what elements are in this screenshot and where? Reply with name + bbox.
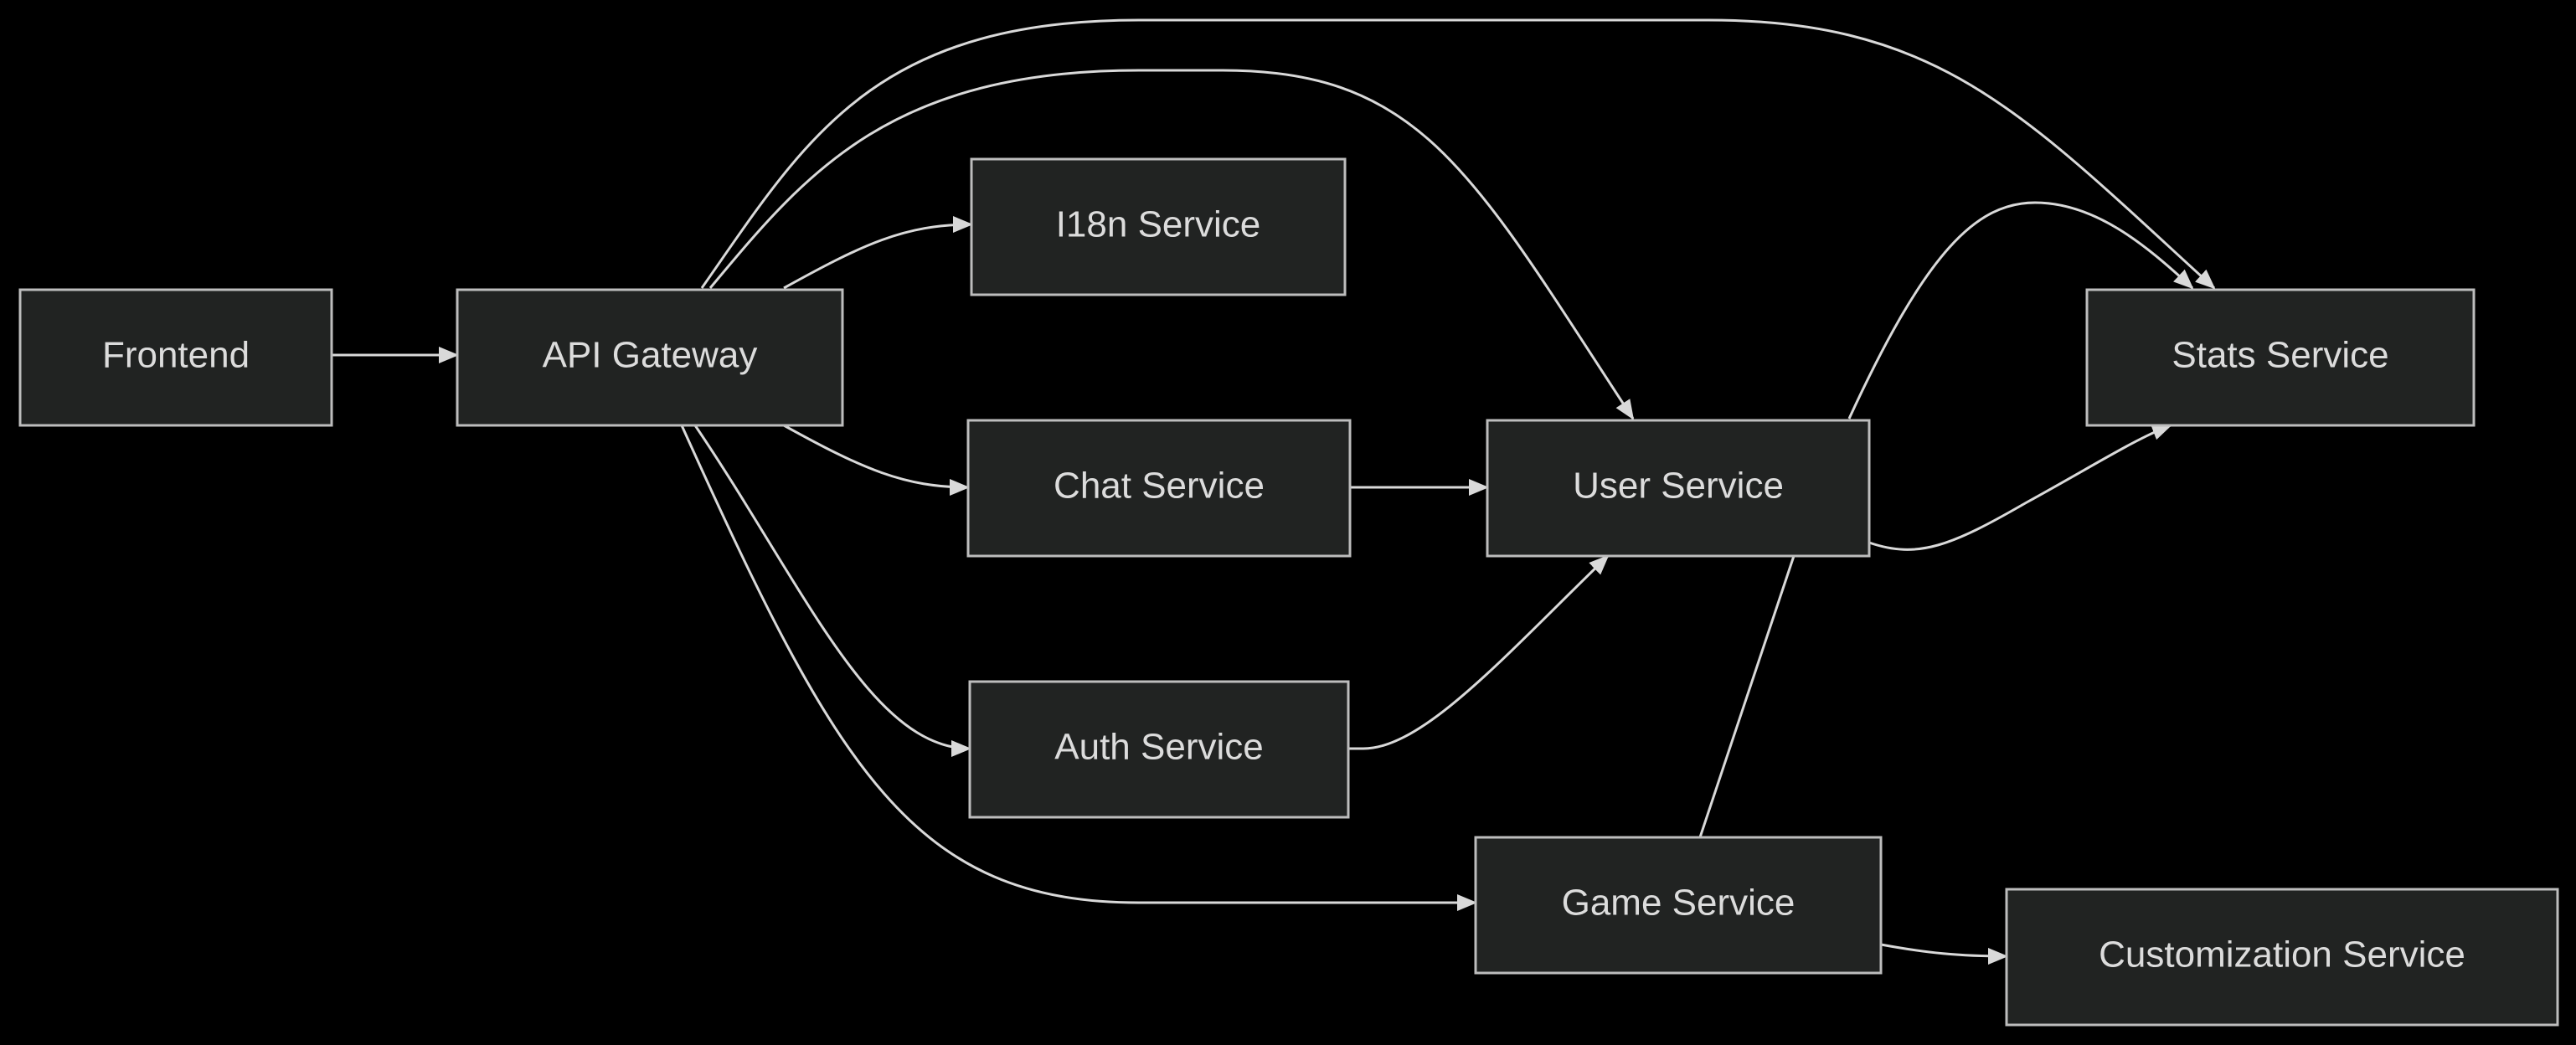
node-stats-service[interactable]: Stats Service <box>2085 288 2476 427</box>
node-api-gateway[interactable]: API Gateway <box>456 288 844 427</box>
edge-user-to-stats-lower <box>1868 424 2172 551</box>
edge-gateway-to-user <box>708 69 1635 420</box>
node-chat-service[interactable]: Chat Service <box>966 419 1352 558</box>
node-label: User Service <box>1573 466 1784 507</box>
edge-gateway-to-auth <box>693 425 971 757</box>
node-label: API Gateway <box>543 335 758 376</box>
node-i18n-service[interactable]: I18n Service <box>970 157 1347 296</box>
edge-user-to-stats-upper <box>1847 201 2194 420</box>
node-box <box>456 288 844 427</box>
node-auth-service[interactable]: Auth Service <box>968 680 1350 819</box>
node-customization-service[interactable]: Customization Service <box>2005 888 2559 1027</box>
node-label: Stats Service <box>2172 335 2388 376</box>
edge-gateway-to-stats <box>700 18 2216 290</box>
node-box <box>1474 836 1883 975</box>
node-box <box>2085 288 2476 427</box>
node-game-service[interactable]: Game Service <box>1474 836 1883 975</box>
node-box <box>966 419 1352 558</box>
edge-auth-to-user <box>1348 554 1610 750</box>
node-box <box>970 157 1347 296</box>
node-label: I18n Service <box>1056 204 1261 245</box>
node-label: Frontend <box>102 335 250 376</box>
node-box <box>2005 888 2559 1027</box>
node-box <box>18 288 333 427</box>
node-label: Game Service <box>1562 883 1795 924</box>
node-frontend[interactable]: Frontend <box>18 288 333 427</box>
node-box <box>968 680 1350 819</box>
node-label: Customization Service <box>2099 934 2465 976</box>
edge-gateway-to-game <box>680 425 1477 911</box>
node-box <box>1486 419 1871 558</box>
edge-gateway-to-i18n <box>783 216 973 290</box>
node-label: Auth Service <box>1054 727 1263 768</box>
edge-game-to-user <box>1698 555 1795 838</box>
edge-gateway-to-chat <box>783 424 970 496</box>
node-label: Chat Service <box>1054 466 1265 507</box>
edge-game-to-customization <box>1880 943 2008 965</box>
node-user-service[interactable]: User Service <box>1486 419 1871 558</box>
edges <box>332 18 2216 965</box>
